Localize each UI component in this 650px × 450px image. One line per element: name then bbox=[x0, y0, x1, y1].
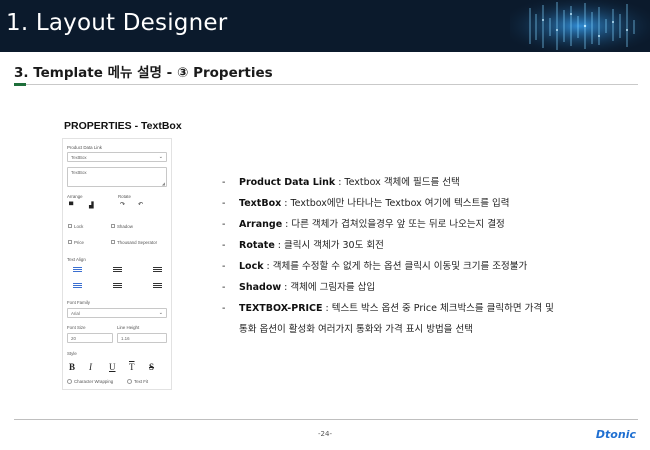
textbox-text-area[interactable]: TextBox ◢ bbox=[67, 167, 167, 187]
list-item: -TextBox : Textbox에만 나타나는 Textbox 여기에 텍스… bbox=[222, 198, 510, 209]
character-wrapping-radio[interactable] bbox=[67, 379, 72, 384]
section-divider-accent bbox=[14, 83, 26, 86]
align-right-top-icon[interactable] bbox=[153, 267, 162, 273]
list-item: -Product Data Link : Textbox 객체에 필드를 선택 bbox=[222, 177, 460, 188]
price-label: Price bbox=[74, 240, 85, 245]
list-item: -Arrange : 다른 객체가 겹쳐있을경우 앞 또는 뒤로 나오는지 결정 bbox=[222, 219, 505, 230]
textbox-text-value: TextBox bbox=[71, 170, 87, 175]
slide-title: 1. Layout Designer bbox=[6, 10, 228, 36]
section-title: 3. Template 메뉴 설명 - ③ Properties bbox=[14, 65, 273, 81]
align-left-top-icon[interactable] bbox=[73, 267, 82, 273]
desc-arrange: : 다른 객체가 겹쳐있을경우 앞 또는 뒤로 나오는지 결정 bbox=[282, 219, 505, 230]
text-fit-radio[interactable] bbox=[127, 379, 132, 384]
term-rotate: Rotate bbox=[239, 240, 275, 251]
font-family-value: Arial bbox=[71, 311, 80, 316]
style-label: Style bbox=[67, 351, 77, 356]
line-height-label: Line Height bbox=[117, 325, 140, 330]
align-center-top-icon[interactable] bbox=[113, 267, 122, 273]
term-lock: Lock bbox=[239, 261, 264, 272]
font-size-value: 20 bbox=[71, 336, 76, 341]
slide-header: 1. Layout Designer bbox=[0, 0, 650, 52]
align-center-middle-icon[interactable] bbox=[113, 283, 122, 289]
desc-product-data-link: : Textbox 객체에 필드를 선택 bbox=[335, 177, 460, 188]
chevron-down-icon: ⌄ bbox=[158, 154, 163, 160]
line-height-input[interactable]: 1.16 bbox=[117, 333, 167, 343]
desc-lock: : 객체를 수정할 수 없게 하는 옵션 클릭시 이동및 크기를 조정불가 bbox=[263, 261, 528, 272]
send-backward-icon[interactable]: ▟ bbox=[89, 203, 94, 209]
font-family-select[interactable]: Arial ⌄ bbox=[67, 308, 167, 318]
footer-divider bbox=[14, 419, 638, 420]
thousand-separator-checkbox[interactable] bbox=[111, 240, 115, 244]
text-fit-label: Text Fit bbox=[134, 379, 149, 384]
rotate-left-icon[interactable]: ↶ bbox=[138, 202, 144, 208]
font-size-label: Font Size bbox=[67, 325, 86, 330]
properties-panel: Product Data Link TextBox ⌄ TextBox ◢ Ar… bbox=[62, 138, 172, 390]
list-item: -TEXTBOX-PRICE : 텍스트 박스 옵션 중 Price 체크박스를… bbox=[222, 303, 554, 314]
term-textbox: TextBox bbox=[239, 198, 282, 209]
resize-handle-icon: ◢ bbox=[161, 181, 165, 186]
font-family-label: Font Family bbox=[67, 300, 90, 305]
shadow-label: Shadow bbox=[117, 224, 133, 229]
lock-label: Lock bbox=[74, 224, 84, 229]
term-textbox-price: TEXTBOX-PRICE bbox=[239, 303, 323, 314]
shadow-checkbox[interactable] bbox=[111, 224, 115, 228]
page-number: -24- bbox=[318, 430, 332, 438]
bring-forward-icon[interactable]: ▀ bbox=[69, 203, 74, 209]
product-data-link-select[interactable]: TextBox ⌄ bbox=[67, 152, 167, 162]
product-data-link-value: TextBox bbox=[71, 155, 87, 160]
section-divider bbox=[14, 84, 638, 85]
list-item-continuation: 통화 옵션이 활성화 여러가지 통화와 가격 표시 방법을 선택 bbox=[239, 324, 473, 335]
align-right-middle-icon[interactable] bbox=[153, 283, 162, 289]
align-left-middle-icon[interactable] bbox=[73, 283, 82, 289]
digital-data-decoration bbox=[510, 0, 650, 52]
term-arrange: Arrange bbox=[239, 219, 283, 230]
list-item: -Rotate : 클릭시 객체가 30도 회전 bbox=[222, 240, 384, 251]
chevron-down-icon: ⌄ bbox=[158, 310, 163, 316]
property-descriptions: -Product Data Link : Textbox 객체에 필드를 선택 … bbox=[222, 172, 634, 340]
italic-button[interactable]: I bbox=[89, 362, 92, 372]
term-shadow: Shadow bbox=[239, 282, 282, 293]
text-align-label: Text Align bbox=[67, 257, 86, 262]
price-checkbox[interactable] bbox=[68, 240, 72, 244]
desc-shadow: : 객체에 그림자를 삽입 bbox=[281, 282, 376, 293]
desc-textbox: : Textbox에만 나타나는 Textbox 여기에 텍스트를 입력 bbox=[281, 198, 510, 209]
underline-button[interactable]: U bbox=[109, 362, 116, 372]
line-height-value: 1.16 bbox=[121, 336, 130, 341]
bold-button[interactable]: B bbox=[69, 362, 76, 372]
list-item: -Lock : 객체를 수정할 수 없게 하는 옵션 클릭시 이동및 크기를 조… bbox=[222, 261, 528, 272]
arrange-label: Arrange bbox=[67, 194, 83, 199]
lock-checkbox[interactable] bbox=[68, 224, 72, 228]
rotate-right-icon[interactable]: ↷ bbox=[120, 202, 126, 208]
desc-rotate: : 클릭시 객체가 30도 회전 bbox=[274, 240, 384, 251]
desc-textbox-price: : 텍스트 박스 옵션 중 Price 체크박스를 클릭하면 가격 및 bbox=[322, 303, 554, 314]
properties-heading: PROPERTIES - TextBox bbox=[64, 120, 182, 132]
font-size-input[interactable]: 20 bbox=[67, 333, 113, 343]
thousand-separator-label: Thousand Seperator bbox=[117, 240, 158, 245]
dtonic-logo: Dtonic bbox=[595, 428, 636, 441]
overline-button[interactable]: T bbox=[129, 362, 135, 372]
rotate-label: Rotate bbox=[118, 194, 131, 199]
character-wrapping-label: Character Wrapping bbox=[74, 379, 114, 384]
strikethrough-button[interactable]: S bbox=[149, 362, 155, 372]
term-product-data-link: Product Data Link bbox=[239, 177, 336, 188]
product-data-link-label: Product Data Link bbox=[67, 145, 102, 150]
list-item: -Shadow : 객체에 그림자를 삽입 bbox=[222, 282, 376, 293]
